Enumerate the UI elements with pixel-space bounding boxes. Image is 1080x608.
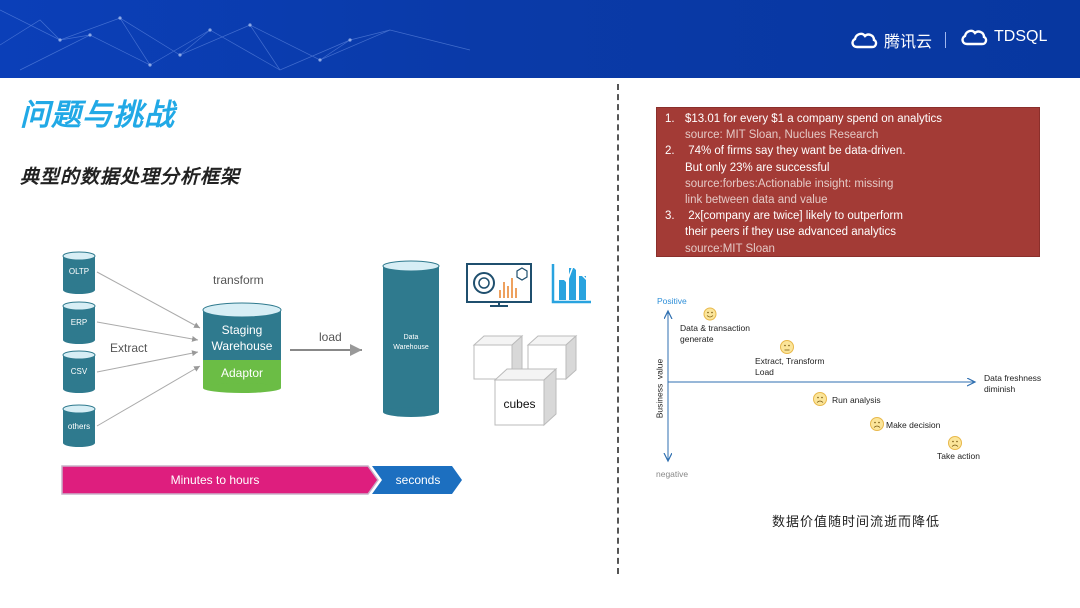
network-pattern (0, 9, 471, 71)
fact-1: 1. $13.01 for every $1 a company spend on… (665, 111, 1031, 127)
fact-text: $13.01 for every $1 a company spend on a… (685, 113, 942, 125)
minutes-to-hours-bar (61, 465, 379, 495)
y-axis-label: Business value (654, 358, 665, 419)
data-warehouse-label: Data Warehouse (383, 333, 439, 353)
x-axis-label-line2: diminish (984, 384, 1016, 394)
chart-caption: 数据价值随时间流逝而降低 (772, 515, 941, 530)
facts-box: 1. $13.01 for every $1 a company spend on… (656, 107, 1040, 257)
source-label-oltp: OLTP (68, 267, 90, 276)
fact-3-cont: their peers if they use advanced analyti… (685, 226, 896, 239)
minutes-to-hours-label: Minutes to hours (170, 473, 260, 487)
fact-number: 2. (665, 145, 675, 158)
sad-face-icon (870, 417, 884, 431)
cube-back-left (472, 334, 524, 381)
staging-label-line1: Staging (221, 323, 263, 337)
source-cylinder-erp (62, 301, 96, 344)
tencent-cloud-logo: 腾讯云 (850, 28, 932, 52)
fact-2-source-cont: link between data and value (685, 194, 828, 207)
cube-front (493, 367, 558, 427)
fact-text: 2x[company are twice] likely to outperfo… (685, 210, 903, 223)
dw-label-line1: Data (403, 334, 419, 341)
sad-face-icon (948, 436, 962, 450)
fact-3-source: source:MIT Sloan (685, 242, 775, 255)
fact-3: 3. 2x[company are twice] likely to outpe… (665, 208, 1031, 224)
positive-label: Positive (657, 296, 687, 306)
source-label-erp: ERP (70, 318, 88, 327)
source-cylinder-csv (62, 350, 96, 393)
adaptor-label: Adaptor (220, 366, 264, 380)
stage-take-action: Take action (937, 451, 980, 461)
data-warehouse (382, 260, 440, 417)
sad-face-icon (813, 392, 827, 406)
bar-chart-icon (551, 264, 591, 304)
source-label-csv: CSV (70, 367, 88, 376)
staging-warehouse-label: Staging Warehouse (203, 322, 281, 354)
fact-number: 3. (665, 210, 675, 223)
dw-label-line2: Warehouse (393, 344, 429, 351)
stage-label-line1: Extract, Transform (755, 356, 825, 366)
load-label: load (319, 330, 342, 344)
stage-etl: Extract, Transform Load (755, 356, 824, 378)
stage-run-analysis: Run analysis (832, 395, 881, 405)
cubes-group (472, 334, 578, 427)
fact-2: 2. 74% of firms say they want be data-dr… (665, 143, 1031, 159)
header-separator (945, 32, 946, 48)
fact-2-cont: But only 23% are successful (685, 161, 830, 174)
source-cylinder-oltp (62, 251, 96, 294)
section-divider (617, 84, 619, 574)
header-banner: 腾讯云 TDSQL (0, 0, 1080, 78)
source-cylinder-others (62, 404, 96, 447)
staging-warehouse (202, 302, 282, 393)
stage-make-decision: Make decision (886, 420, 941, 430)
page-subtitle: 典型的数据处理分析框架 (20, 167, 241, 188)
source-cylinders (62, 251, 96, 447)
fact-number: 1. (665, 113, 675, 125)
pipeline-diagram (61, 251, 591, 495)
neutral-face-icon (780, 340, 794, 354)
cubes-label: cubes (503, 397, 536, 411)
fact-2-source: source:forbes:Actionable insight: missin… (685, 177, 894, 190)
x-axis-label-line1: Data freshness (984, 373, 1042, 383)
stage-label-line2: Load (755, 367, 774, 377)
seconds-bar (372, 466, 462, 494)
negative-label: negative (656, 469, 689, 479)
transform-label: transform (213, 273, 264, 287)
extract-label: Extract (110, 341, 148, 355)
stage-data-transaction: Data & transaction generate (680, 323, 750, 345)
smile-face-icon (703, 307, 717, 321)
stage-label-line1: Data & transaction (680, 323, 750, 333)
staging-label-line2: Warehouse (211, 339, 273, 353)
seconds-label: seconds (395, 473, 441, 487)
brand-right: TDSQL (994, 28, 1048, 45)
fact-1-source: source: MIT Sloan, Nuclues Research (685, 129, 879, 142)
source-label-others: others (67, 422, 91, 431)
stage-label-line2: generate (680, 334, 714, 344)
x-axis-label: Data freshness diminish (984, 373, 1041, 395)
extract-arrows (96, 271, 201, 427)
cloud-icon (851, 32, 878, 49)
monitor-dashboard-icon (466, 263, 532, 307)
tdsql-logo: TDSQL (960, 28, 1047, 46)
page-title: 问题与挑战 (20, 99, 175, 132)
fact-text: 74% of firms say they want be data-drive… (685, 145, 906, 158)
brand-left: 腾讯云 (884, 34, 933, 51)
cloud-icon (961, 29, 988, 46)
